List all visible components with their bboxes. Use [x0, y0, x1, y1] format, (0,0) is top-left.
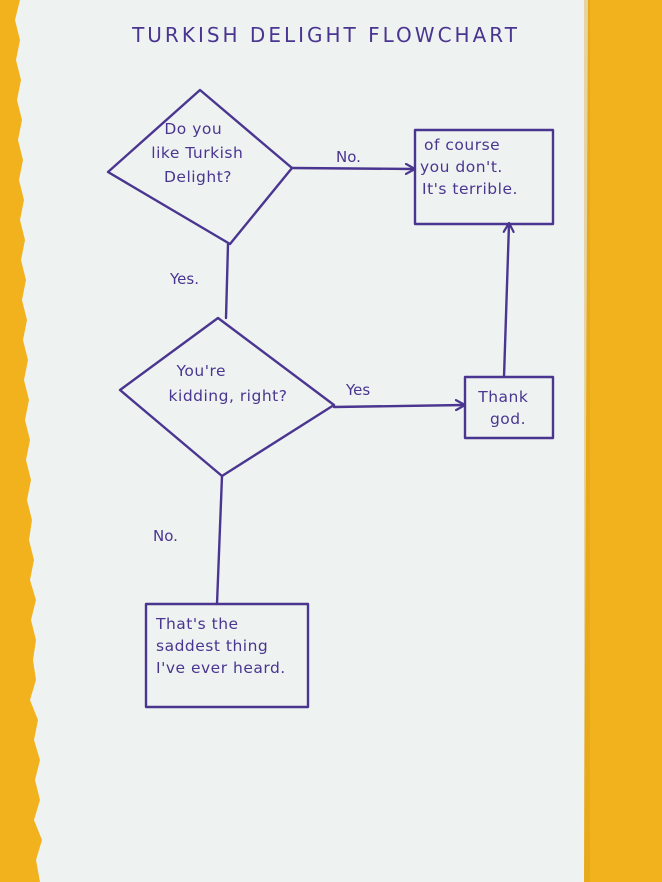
edge-q1-no: [290, 168, 414, 169]
flowchart-title: TURKISH DELIGHT FLOWCHART: [131, 23, 520, 47]
node-text-line: like Turkish: [151, 144, 243, 162]
paper-sheet: [15, 0, 588, 882]
node-text-line: you don't.: [420, 158, 503, 176]
node-text-line: kidding, right?: [169, 387, 288, 405]
paper-shadow: [584, 0, 590, 882]
result-box-of-course: [413, 128, 555, 226]
node-text-line: Do you: [164, 120, 222, 138]
edge-thank-to-course: [504, 224, 509, 379]
edge-q2-no: [215, 474, 224, 606]
result-box-saddest-thing: [144, 602, 310, 709]
node-text-line: saddest thing: [156, 637, 268, 655]
node-text-line: It's terrible.: [422, 180, 518, 198]
node-text-line: god.: [490, 410, 526, 428]
node-text-saddest: That's the saddest thing I've ever heard…: [155, 615, 286, 677]
node-text-line: Thank: [477, 388, 528, 406]
node-text-line: That's the: [155, 615, 239, 633]
node-text-q1: Do you like Turkish Delight?: [151, 120, 248, 186]
decision-diamond-like-turkish-delight: [106, 88, 294, 246]
edge-q1-yes: [224, 242, 230, 320]
node-text-thank-god: Thank god.: [477, 388, 534, 428]
edge-label-q1-no: No.: [336, 148, 361, 166]
edge-q2-yes: [332, 405, 464, 407]
node-text-of-course: of course you don't. It's terrible.: [420, 136, 518, 198]
node-text-line: You're: [176, 362, 227, 380]
edge-label-q2-no: No.: [153, 527, 178, 545]
node-text-q2: You're kidding, right?: [169, 362, 288, 405]
node-text-line: Delight?: [164, 168, 232, 186]
edge-label-q1-yes: Yes.: [169, 270, 199, 288]
node-text-line: of course: [424, 136, 500, 154]
edge-label-q2-yes: Yes: [345, 381, 370, 399]
node-text-line: I've ever heard.: [156, 659, 286, 677]
